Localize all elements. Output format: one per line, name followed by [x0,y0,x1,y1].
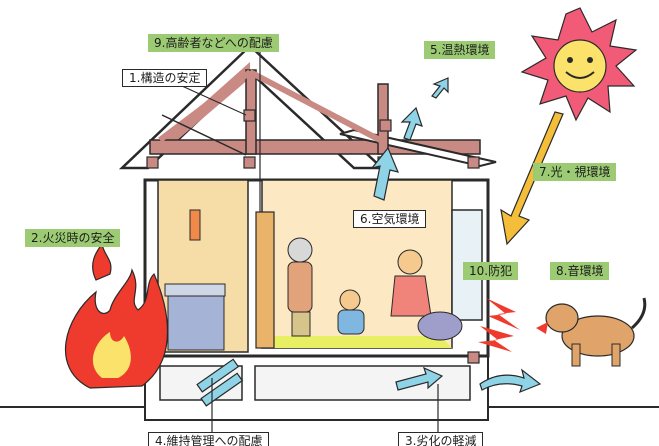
label-crime: 10.防犯 [463,262,519,280]
label-deterioration: 3.劣化の軽減 [398,432,484,446]
interior-door [255,211,275,349]
fire-icon [64,242,169,389]
label-maintenance: 4.維持管理への配慮 [148,432,270,446]
child-figure [337,289,365,335]
floor-mat [262,336,452,348]
dog-icon [536,297,647,367]
sun-icon [520,7,638,122]
leader-lines [181,52,439,434]
label-structure: 1.構造の安定 [122,69,208,87]
sound-wave-icon [478,298,520,352]
roof [118,44,497,170]
sunlight-arrow-icon [500,111,564,246]
grandmother-figure [287,237,313,337]
label-sound: 8.音環境 [550,262,610,280]
mother-figure [390,249,463,341]
air-arrow-icon [370,77,542,394]
label-air: 6.空気環境 [353,210,427,228]
kitchen-fixtures [164,209,226,351]
label-thermal: 5.温熱環境 [424,41,496,59]
label-light: 7.光・視環境 [533,163,617,181]
label-fire: 2.火災時の安全 [25,229,121,247]
label-elderly-care: 9.高齢者などへの配慮 [148,34,279,52]
